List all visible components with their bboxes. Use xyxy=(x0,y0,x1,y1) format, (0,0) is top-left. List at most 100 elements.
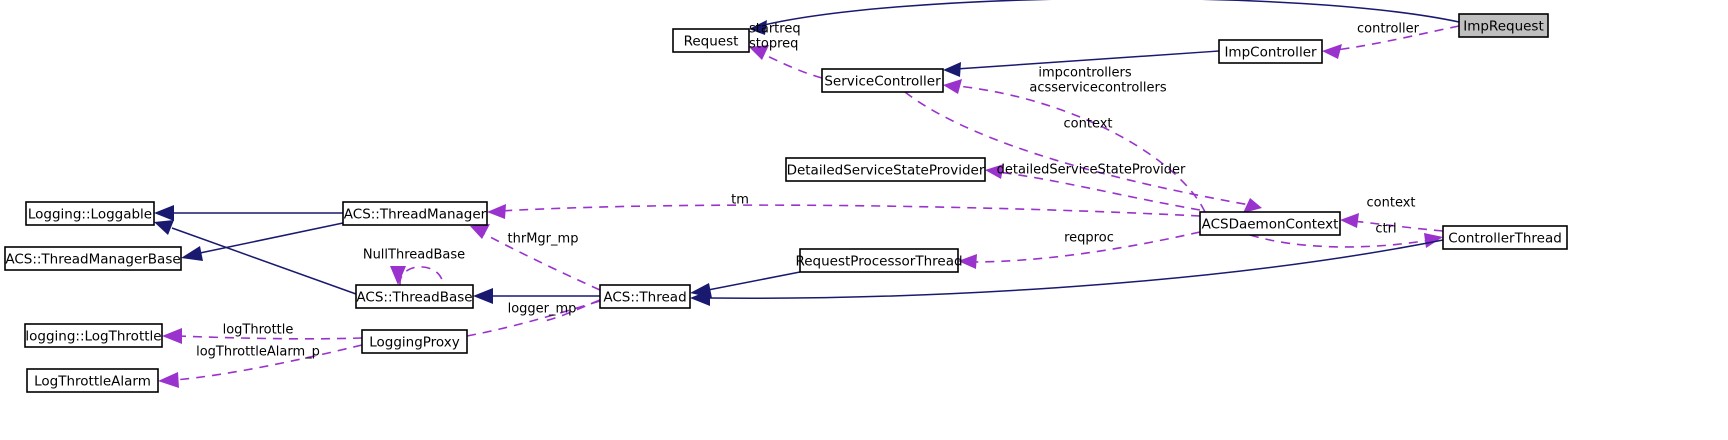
node-box-controllerthread[interactable] xyxy=(1442,225,1568,250)
node-label-impcontroller: ImpController xyxy=(1224,45,1317,61)
node-box-logthrottle[interactable] xyxy=(24,323,163,348)
arrowhead-inherit xyxy=(943,62,961,77)
node-label-servicecontroller: ServiceController xyxy=(824,74,941,90)
arrowhead-usage xyxy=(470,224,490,239)
edge-label-context-right: context xyxy=(1367,196,1416,211)
edge-controllerthread-thread xyxy=(690,239,1444,306)
node-logthrottle[interactable]: logging::LogThrottle xyxy=(24,323,163,348)
edge-label-context-top: context xyxy=(1064,117,1113,132)
arrowhead-inherit xyxy=(181,246,203,261)
edge-label-reqproc: reqproc xyxy=(1064,231,1114,246)
edge-acsdaemoncontext-servicecontroller xyxy=(943,79,1206,213)
node-label-logthrottle: logging::LogThrottle xyxy=(25,329,161,345)
node-label-threadbase: ACS::ThreadBase xyxy=(356,290,472,306)
node-imprequest[interactable]: ImpRequest xyxy=(1458,13,1549,38)
node-box-loggingproxy[interactable] xyxy=(361,329,468,354)
node-box-requestprocessorthread[interactable] xyxy=(799,248,959,273)
node-threadmanagerbase[interactable]: ACS::ThreadManagerBase xyxy=(4,246,182,271)
edge-acsdaemoncontext-threadmanager xyxy=(487,204,1201,219)
node-label-thread: ACS::Thread xyxy=(603,290,686,306)
edge-thread-threadbase xyxy=(473,288,600,304)
arrowhead-usage xyxy=(158,372,179,388)
arrowhead-usage xyxy=(1322,44,1342,59)
node-box-threadmanager[interactable] xyxy=(342,201,488,226)
edge-label-ctrl: ctrl xyxy=(1375,222,1396,237)
edge-label-logthrottle: logThrottle xyxy=(223,323,294,338)
node-label-logthrottlealarm: LogThrottleAlarm xyxy=(34,374,151,390)
node-thread[interactable]: ACS::Thread xyxy=(599,284,691,309)
arrowhead-usage xyxy=(943,79,962,94)
arrowhead-usage xyxy=(1424,233,1443,248)
edge-label-acsservicecontrollers: acsservicecontrollers xyxy=(1029,81,1166,96)
node-box-loggingloggable[interactable] xyxy=(25,201,155,226)
arrowhead-usage xyxy=(749,45,769,60)
node-label-requestprocessorthread: RequestProcessorThread xyxy=(795,254,962,270)
node-label-threadmanager: ACS::ThreadManager xyxy=(344,207,487,223)
nodes-layer: Request ImpController ImpRequest Service… xyxy=(4,13,1568,393)
edge-threadmanagerbase-connector xyxy=(181,258,356,296)
node-label-acsdaemoncontext: ACSDaemonContext xyxy=(1202,217,1339,233)
node-acsdaemoncontext[interactable]: ACSDaemonContext xyxy=(1199,211,1341,236)
edge-thread-threadmanager xyxy=(470,224,601,291)
node-threadbase[interactable]: ACS::ThreadBase xyxy=(355,284,474,309)
edge-acsdaemoncontext-detailedprovider xyxy=(985,164,1201,211)
arrowhead-usage xyxy=(390,266,406,285)
edge-label-stopreq: stopreq xyxy=(749,37,798,52)
edge-impcontroller-servicecontroller xyxy=(943,50,1220,77)
node-label-threadmanagerbase: ACS::ThreadManagerBase xyxy=(5,252,180,268)
arrowhead-usage xyxy=(1243,198,1262,213)
edge-imprequest-impcontroller xyxy=(1322,25,1460,59)
node-box-threadbase[interactable] xyxy=(355,284,474,309)
arrowhead-inherit xyxy=(749,20,767,35)
node-logthrottlealarm[interactable]: LogThrottleAlarm xyxy=(26,368,159,393)
edge-threadmanager-loggingloggable xyxy=(154,205,343,221)
arrowhead-usage xyxy=(162,328,182,344)
node-box-thread[interactable] xyxy=(599,284,691,309)
edge-label-startreq: startreq xyxy=(749,22,801,37)
node-box-logthrottlealarm[interactable] xyxy=(26,368,159,393)
node-controllerthread[interactable]: ControllerThread xyxy=(1442,225,1568,250)
node-label-loggingloggable: Logging::Loggable xyxy=(28,207,152,223)
node-impcontroller[interactable]: ImpController xyxy=(1218,39,1323,64)
edge-acsdaemoncontext-reqprocthread xyxy=(958,231,1201,269)
edge-loggingproxy-logthrottlealarm xyxy=(158,344,363,388)
node-box-acsdaemoncontext[interactable] xyxy=(1199,211,1341,236)
edge-threadbase-self-loop xyxy=(390,266,444,286)
arrowhead-inherit xyxy=(154,205,174,221)
node-loggingloggable[interactable]: Logging::Loggable xyxy=(25,201,155,226)
node-servicecontroller[interactable]: ServiceController xyxy=(821,68,944,93)
arrowhead-usage xyxy=(487,204,506,219)
edge-labels-layer: startreq stopreq controller impcontrolle… xyxy=(196,22,1420,360)
node-label-request: Request xyxy=(684,34,739,50)
edge-loggingproxy-threadbase xyxy=(466,299,601,337)
arrowhead-inherit xyxy=(473,288,493,304)
arrowhead-usage xyxy=(1340,213,1359,228)
edge-threadmanager-threadmanagerbase xyxy=(181,222,344,261)
node-threadmanager[interactable]: ACS::ThreadManager xyxy=(342,201,488,226)
node-label-controllerthread: ControllerThread xyxy=(1448,231,1562,247)
node-label-imprequest: ImpRequest xyxy=(1463,19,1544,35)
node-box-request[interactable] xyxy=(672,28,750,53)
node-box-threadmanagerbase[interactable] xyxy=(4,246,182,271)
arrowhead-inherit xyxy=(154,220,174,235)
node-box-detailedservicestateprovider[interactable] xyxy=(785,157,986,182)
node-label-detailedservicestateprovider: DetailedServiceStateProvider xyxy=(787,163,985,179)
arrowhead-inherit xyxy=(690,290,710,306)
node-loggingproxy[interactable]: LoggingProxy xyxy=(361,329,468,354)
node-box-servicecontroller[interactable] xyxy=(821,68,944,93)
edge-label-detailedservicestateprovider: detailedServiceStateProvider xyxy=(997,163,1186,178)
node-requestprocessorthread[interactable]: RequestProcessorThread xyxy=(795,248,963,273)
edge-label-impcontrollers: impcontrollers xyxy=(1038,66,1132,81)
edge-servicecontroller-request xyxy=(749,45,823,79)
node-box-imprequest[interactable] xyxy=(1458,13,1549,38)
edge-loggingproxy-logthrottle xyxy=(162,328,363,344)
node-label-loggingproxy: LoggingProxy xyxy=(369,335,460,351)
arrowhead-usage xyxy=(985,164,1004,179)
node-detailedservicestateprovider[interactable]: DetailedServiceStateProvider xyxy=(785,157,986,182)
edge-label-nullthreadbase: NullThreadBase xyxy=(363,248,465,263)
node-request[interactable]: Request xyxy=(672,28,750,53)
node-box-impcontroller[interactable] xyxy=(1218,39,1323,64)
edge-label-logthrottlealarm-p: logThrottleAlarm_p xyxy=(196,345,320,360)
